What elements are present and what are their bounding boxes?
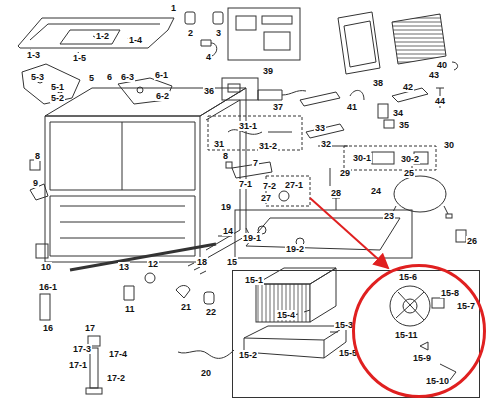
callout-number: 16-1 xyxy=(38,282,58,292)
callout-number: 41 xyxy=(346,102,358,112)
callout-number: 22 xyxy=(205,307,217,317)
callout-number: 25 xyxy=(403,168,415,178)
callout-number: 44 xyxy=(434,96,446,106)
callout-number: 1-2 xyxy=(95,31,110,41)
callout-number: 33 xyxy=(314,123,326,133)
callout-number: 31-1 xyxy=(238,121,258,131)
callout-number: 8 xyxy=(34,151,41,161)
callout-number: 19 xyxy=(220,202,232,212)
callout-number: 24 xyxy=(370,186,382,196)
callout-number: 2 xyxy=(187,28,194,38)
callout-number: 6-2 xyxy=(155,91,170,101)
callout-number: 26 xyxy=(466,236,478,246)
callout-number: 30 xyxy=(443,140,455,150)
callout-number: 40 xyxy=(436,60,448,70)
callout-number: 32 xyxy=(320,139,332,149)
callout-number: 27-1 xyxy=(284,180,304,190)
callout-number: 43 xyxy=(428,70,440,80)
callout-number: 30-2 xyxy=(400,154,420,164)
callout-number: 15-2 xyxy=(238,350,258,360)
callout-number: 37 xyxy=(272,102,284,112)
callout-number: 5 xyxy=(88,73,95,83)
callout-number: 13 xyxy=(118,262,130,272)
callout-number: 34 xyxy=(392,108,404,118)
callout-number: 15-7 xyxy=(456,301,476,311)
callout-number: 31-2 xyxy=(258,141,278,151)
callout-number: 16 xyxy=(42,323,54,333)
highlight-ellipse: 15-6 15-8 15-7 15-11 15-9 15-10 xyxy=(352,264,486,398)
assembly-box: 1515-115-415-315-215-515-615-815-715-111… xyxy=(232,270,480,398)
callout-number: 30-1 xyxy=(352,153,372,163)
outline-shape xyxy=(233,271,480,398)
callout-number: 15-9 xyxy=(412,353,432,363)
callout-number: 11 xyxy=(124,304,136,314)
callout-number: 15-1 xyxy=(244,275,264,285)
callout-number: 15-11 xyxy=(394,330,419,340)
callout-number: 20 xyxy=(200,368,212,378)
callout-number: 15-4 xyxy=(276,310,296,320)
callout-number: 17-3 xyxy=(72,344,92,354)
callout-number: 15-3 xyxy=(334,320,354,330)
callout-number: 5-2 xyxy=(50,93,65,103)
callout-number: 5-1 xyxy=(50,82,65,92)
callout-number: 36 xyxy=(203,86,215,96)
callout-number: 1-3 xyxy=(26,50,41,60)
callout-number: 27 xyxy=(260,193,272,203)
callout-number: 1 xyxy=(170,3,177,13)
callout-number: 18 xyxy=(196,257,208,267)
callout-number: 14 xyxy=(222,226,234,236)
callout-number: 21 xyxy=(180,302,192,312)
callout-number: 15 xyxy=(226,257,238,267)
callout-number: 19-2 xyxy=(285,244,305,254)
callout-number: 42 xyxy=(402,82,414,92)
ellipse-outline xyxy=(352,264,486,398)
callout-number: 8 xyxy=(222,151,229,161)
callout-number: 19-1 xyxy=(242,233,262,243)
callout-number: 15-8 xyxy=(440,288,460,298)
callout-number: 10 xyxy=(40,262,52,272)
callout-number: 15-6 xyxy=(398,272,418,282)
callout-number: 15-10 xyxy=(425,376,450,386)
callout-number: 4 xyxy=(205,52,212,62)
callout-number: 17-1 xyxy=(68,360,88,370)
callout-number: 23 xyxy=(383,211,395,221)
callout-number: 6-3 xyxy=(120,72,135,82)
callout-number: 9 xyxy=(32,178,39,188)
callout-number: 17 xyxy=(84,323,96,333)
callout-number: 17-2 xyxy=(106,373,126,383)
outline-shape xyxy=(354,266,485,397)
callout-number: 38 xyxy=(372,78,384,88)
callout-number: 6 xyxy=(106,72,113,82)
callout-number: 7 xyxy=(252,158,259,168)
callout-number: 1-4 xyxy=(128,35,143,45)
callout-number: 7-2 xyxy=(262,181,277,191)
callout-number: 17-4 xyxy=(108,349,128,359)
callout-number: 31 xyxy=(213,139,225,149)
callout-number: 28 xyxy=(330,188,342,198)
callout-number: 7-1 xyxy=(238,179,253,189)
callout-number: 35 xyxy=(398,120,410,130)
callout-number: 1-5 xyxy=(72,53,87,63)
callout-number: 5-3 xyxy=(30,72,45,82)
callout-number: 12 xyxy=(147,259,159,269)
callout-number: 3 xyxy=(215,28,222,38)
callout-number: 6-1 xyxy=(154,70,169,80)
callout-number: 39 xyxy=(262,66,274,76)
callout-number: 29 xyxy=(339,168,351,178)
